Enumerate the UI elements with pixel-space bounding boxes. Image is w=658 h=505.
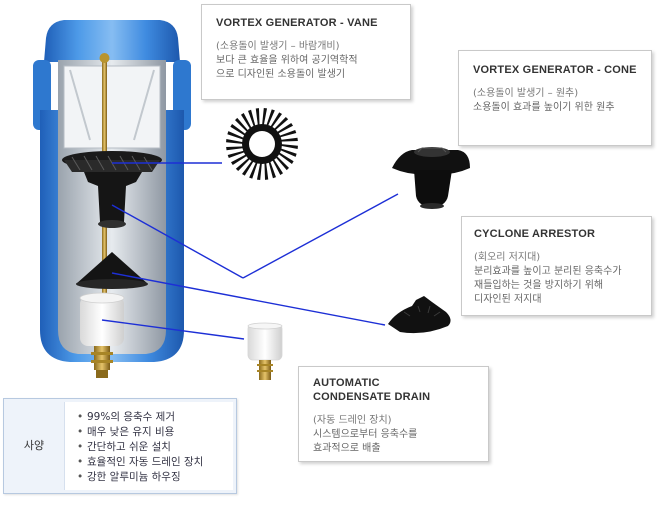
spec-item: 강한 알루미늄 하우징	[77, 470, 233, 485]
vane-part-icon	[226, 108, 298, 180]
callout-condensate-drain: AUTOMATIC CONDENSATE DRAIN (자동 드레인 장치) 시…	[298, 366, 489, 462]
connector-lines	[101, 162, 399, 340]
filter-housing-icon	[33, 20, 191, 378]
callout-title: CYCLONE ARRESTOR	[474, 228, 596, 240]
spec-item: 매우 낮은 유지 비용	[77, 425, 233, 440]
callout-desc-line: 시스템으로부터 응축수를	[313, 429, 418, 440]
spec-item: 99%의 응축수 제거	[77, 410, 233, 425]
callout-cyclone-arrestor: CYCLONE ARRESTOR (회오리 저지대) 분리효과를 높이고 분리된…	[461, 216, 652, 316]
drain-part-icon	[247, 322, 283, 380]
callout-desc-line: 으로 디자인된 소용돌이 발생기	[216, 69, 346, 80]
callout-title: VORTEX GENERATOR - CONE	[473, 64, 637, 76]
callout-desc-line: 재들입하는 것을 방지하기 위해	[474, 280, 604, 291]
callout-title: VORTEX GENERATOR - VANE	[216, 17, 378, 29]
callout-desc-line: 디자인된 저지대	[474, 294, 542, 305]
spec-list-container: 99%의 응축수 제거 매우 낮은 유지 비용 간단하고 쉬운 설치 효율적인 …	[64, 402, 233, 490]
callout-title: AUTOMATIC	[313, 377, 380, 389]
callout-subtitle: (자동 드레인 장치)	[313, 415, 392, 426]
callout-desc-line: 소용돌이 효과를 높이기 위한 원추	[473, 102, 615, 113]
callout-subtitle: (소용돌이 발생기 – 바람개비)	[216, 41, 340, 52]
callout-vortex-cone: VORTEX GENERATOR - CONE (소용돌이 발생기 – 원추) …	[458, 50, 652, 146]
callout-title: CONDENSATE DRAIN	[313, 391, 431, 403]
spec-panel: 사양 99%의 응축수 제거 매우 낮은 유지 비용 간단하고 쉬운 설치 효율…	[3, 398, 237, 494]
spec-list: 99%의 응축수 제거 매우 낮은 유지 비용 간단하고 쉬운 설치 효율적인 …	[65, 402, 233, 485]
spec-item: 효율적인 자동 드레인 장치	[77, 455, 233, 470]
cyclone-arrestor-part-icon	[388, 296, 451, 334]
callout-subtitle: (소용돌이 발생기 – 원추)	[473, 88, 579, 99]
callout-subtitle: (회오리 저지대)	[474, 252, 541, 263]
callout-vortex-vane: VORTEX GENERATOR - VANE (소용돌이 발생기 – 바람개비…	[201, 4, 411, 100]
callout-desc-line: 보다 큰 효율을 위하여 공기역학적	[216, 55, 358, 66]
cone-part-icon	[392, 147, 470, 209]
callout-desc-line: 분리효과를 높이고 분리된 응축수가	[474, 266, 622, 277]
callout-desc-line: 효과적으로 배출	[313, 443, 381, 454]
spec-label: 사양	[23, 439, 45, 452]
spec-item: 간단하고 쉬운 설치	[77, 440, 233, 455]
